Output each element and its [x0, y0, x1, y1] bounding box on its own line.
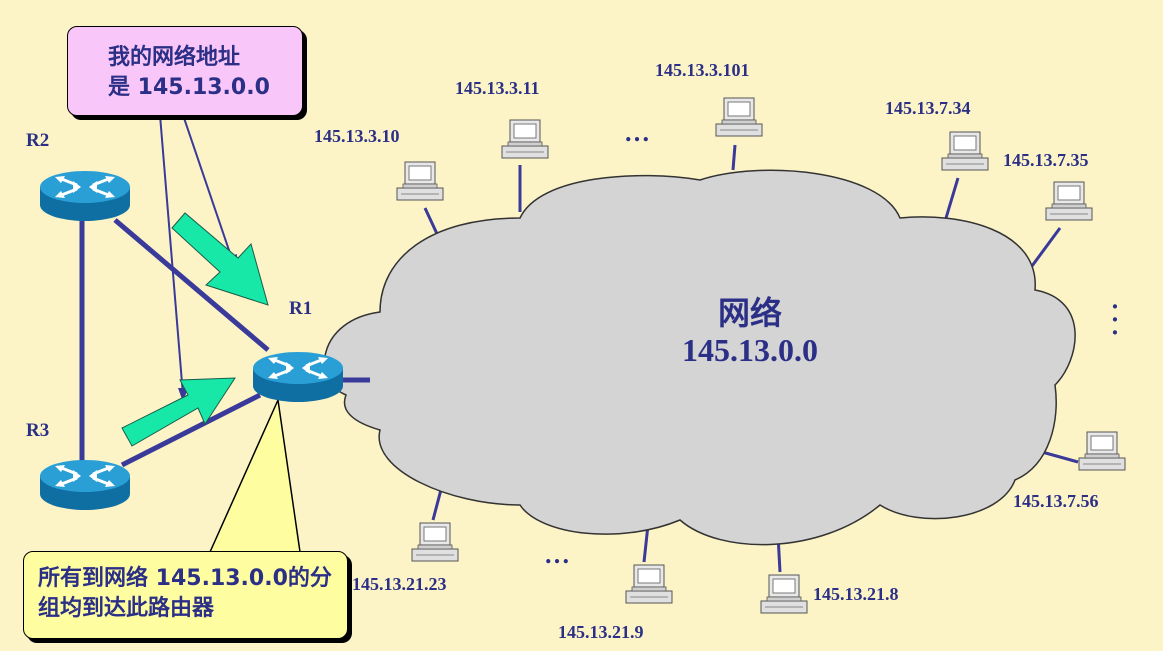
network-cloud [323, 169, 1076, 546]
pc-icon [715, 97, 763, 137]
pc-icon [625, 564, 673, 604]
pc-icon [411, 522, 459, 562]
host-label: 145.13.7.35 [1003, 150, 1089, 170]
pc-icon [501, 119, 549, 159]
host-label: 145.13.21.8 [813, 584, 899, 604]
callout-line: 是 145.13.0.0 [108, 75, 270, 100]
host-label: 145.13.21.23 [352, 574, 447, 594]
ellipsis-vertical: ··· [1110, 292, 1120, 347]
ellipsis: … [624, 118, 652, 147]
cloud-address: 145.13.0.0 [682, 332, 818, 368]
pc-icon [1045, 181, 1093, 221]
arrow-to-r1-lower [121, 377, 236, 447]
host-label: 145.13.7.34 [885, 98, 971, 118]
callout-packet-delivery: 所有到网络 145.13.0.0的分 组均到达此路由器 [23, 551, 348, 639]
router-links [79, 215, 370, 468]
callout-pointers [159, 114, 234, 396]
router-r2 [38, 169, 132, 223]
callout-line: 所有到网络 145.13.0.0的分 [38, 566, 332, 591]
router-label-r2: R2 [26, 130, 50, 151]
pc-icon [941, 131, 989, 171]
cloud-title: 网络 [717, 294, 782, 332]
pc-icon [1078, 431, 1126, 471]
packet-arrows [121, 212, 269, 447]
pc-icon [760, 574, 808, 614]
router-label-r3: R3 [26, 420, 50, 441]
host-label: 145.13.7.56 [1013, 491, 1099, 511]
host-label: 145.13.3.10 [314, 126, 400, 146]
callout-line: 组均到达此路由器 [38, 596, 215, 621]
pc-icon [396, 161, 444, 201]
callout-network-address: 我的网络地址 是 145.13.0.0 [67, 26, 303, 116]
callout-line: 我的网络地址 [108, 45, 241, 70]
host-label: 145.13.3.101 [655, 60, 750, 80]
router-r1 [251, 350, 345, 404]
host-label: 145.13.3.11 [455, 78, 540, 98]
host-label: 145.13.21.9 [558, 622, 644, 642]
ellipsis: … [544, 540, 572, 569]
router-r3 [38, 458, 132, 512]
router-label-r1: R1 [289, 298, 313, 319]
arrow-to-r1-upper [171, 212, 269, 306]
